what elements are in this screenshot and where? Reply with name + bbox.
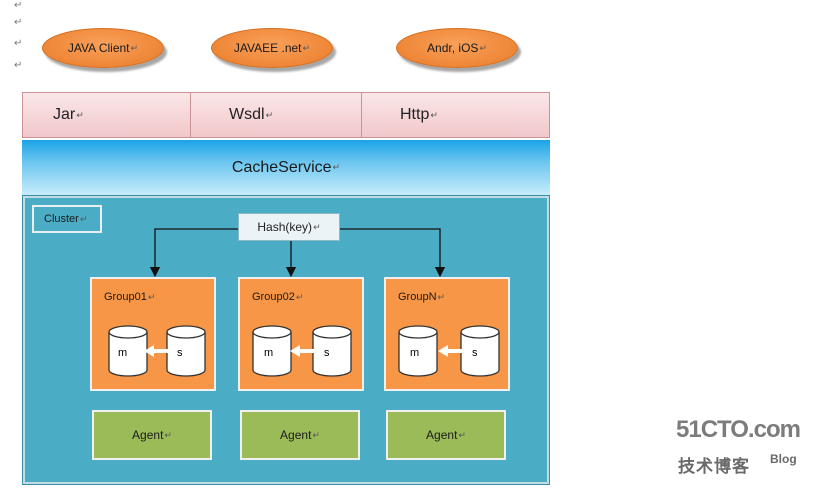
- client-javaee-net: JAVAEE .net↵: [211, 28, 333, 68]
- slave-db-icon: [166, 325, 206, 377]
- paragraph-mark: ↵: [14, 17, 23, 28]
- replication-arrow-icon: [144, 345, 169, 357]
- paragraph-mark: ↵: [130, 42, 139, 53]
- paragraph-mark: ↵: [14, 60, 23, 71]
- client-android-ios: Andr, iOS↵: [396, 28, 518, 68]
- api-http-label: Http: [400, 106, 430, 123]
- master-db-icon: [252, 325, 292, 377]
- connector-groupn: [340, 228, 446, 278]
- group-n: GroupN↵ m s: [384, 277, 510, 391]
- cache-service-label: CacheService: [231, 158, 332, 176]
- paragraph-mark: ↵: [313, 221, 321, 232]
- connector-group01: [149, 228, 238, 278]
- slave-label: s: [324, 347, 330, 359]
- group-n-label: GroupN↵: [398, 291, 446, 303]
- watermark-domain: 51CTO.com: [676, 416, 801, 443]
- api-wsdl: Wsdl↵: [191, 93, 362, 137]
- agent-1: Agent↵: [92, 410, 212, 460]
- agent-3: Agent↵: [386, 410, 506, 460]
- watermark-cn: 技术博客: [678, 457, 750, 476]
- hash-key-label: Hash(key): [257, 220, 313, 234]
- client-java: JAVA Client↵: [42, 28, 164, 68]
- cluster-tag: Cluster↵: [32, 205, 102, 233]
- agent-label: Agent: [132, 428, 164, 442]
- paragraph-mark: ↵: [79, 213, 88, 224]
- slave-label: s: [472, 347, 478, 359]
- agent-label: Agent: [280, 428, 312, 442]
- hash-key-box: Hash(key)↵: [238, 213, 340, 241]
- slave-db-icon: [460, 325, 500, 377]
- api-jar: Jar↵: [23, 93, 191, 137]
- client-mobile-label: Andr, iOS: [427, 41, 479, 55]
- paragraph-mark: ↵: [430, 109, 438, 120]
- replication-arrow-icon: [290, 345, 315, 357]
- group-02-label: Group02↵: [252, 291, 304, 303]
- paragraph-mark: ↵: [265, 109, 274, 120]
- cache-service: CacheService↵: [22, 140, 550, 195]
- agent-2: Agent↵: [240, 410, 360, 460]
- paragraph-mark: ↵: [76, 109, 84, 120]
- replication-arrow-icon: [438, 345, 463, 357]
- watermark-blog: Blog: [770, 452, 797, 466]
- client-java-label: JAVA Client: [67, 41, 130, 55]
- slave-label: s: [177, 347, 183, 359]
- paragraph-mark: ↵: [302, 42, 311, 53]
- paragraph-mark: ↵: [332, 162, 341, 172]
- paragraph-mark: ↵: [458, 429, 466, 440]
- group-01: Group01↵ m s: [90, 277, 216, 391]
- master-label: m: [118, 347, 128, 359]
- api-jar-label: Jar: [53, 106, 76, 123]
- cluster-label: Cluster: [44, 213, 79, 225]
- api-wsdl-label: Wsdl: [229, 106, 265, 123]
- group-01-label: Group01↵: [104, 291, 156, 303]
- master-db-icon: [398, 325, 438, 377]
- master-db-icon: [108, 325, 148, 377]
- client-javaee-label: JAVAEE .net: [233, 41, 302, 55]
- slave-db-icon: [312, 325, 352, 377]
- paragraph-mark: ↵: [14, 0, 23, 11]
- group-02: Group02↵ m s: [238, 277, 364, 391]
- paragraph-mark: ↵: [164, 429, 172, 440]
- paragraph-mark: ↵: [14, 38, 23, 49]
- agent-label: Agent: [426, 428, 458, 442]
- paragraph-mark: ↵: [312, 429, 320, 440]
- api-http: Http↵: [362, 93, 549, 137]
- api-layer: Jar↵ Wsdl↵ Http↵: [22, 92, 550, 138]
- paragraph-mark: ↵: [479, 42, 487, 53]
- master-label: m: [264, 347, 274, 359]
- master-label: m: [410, 347, 420, 359]
